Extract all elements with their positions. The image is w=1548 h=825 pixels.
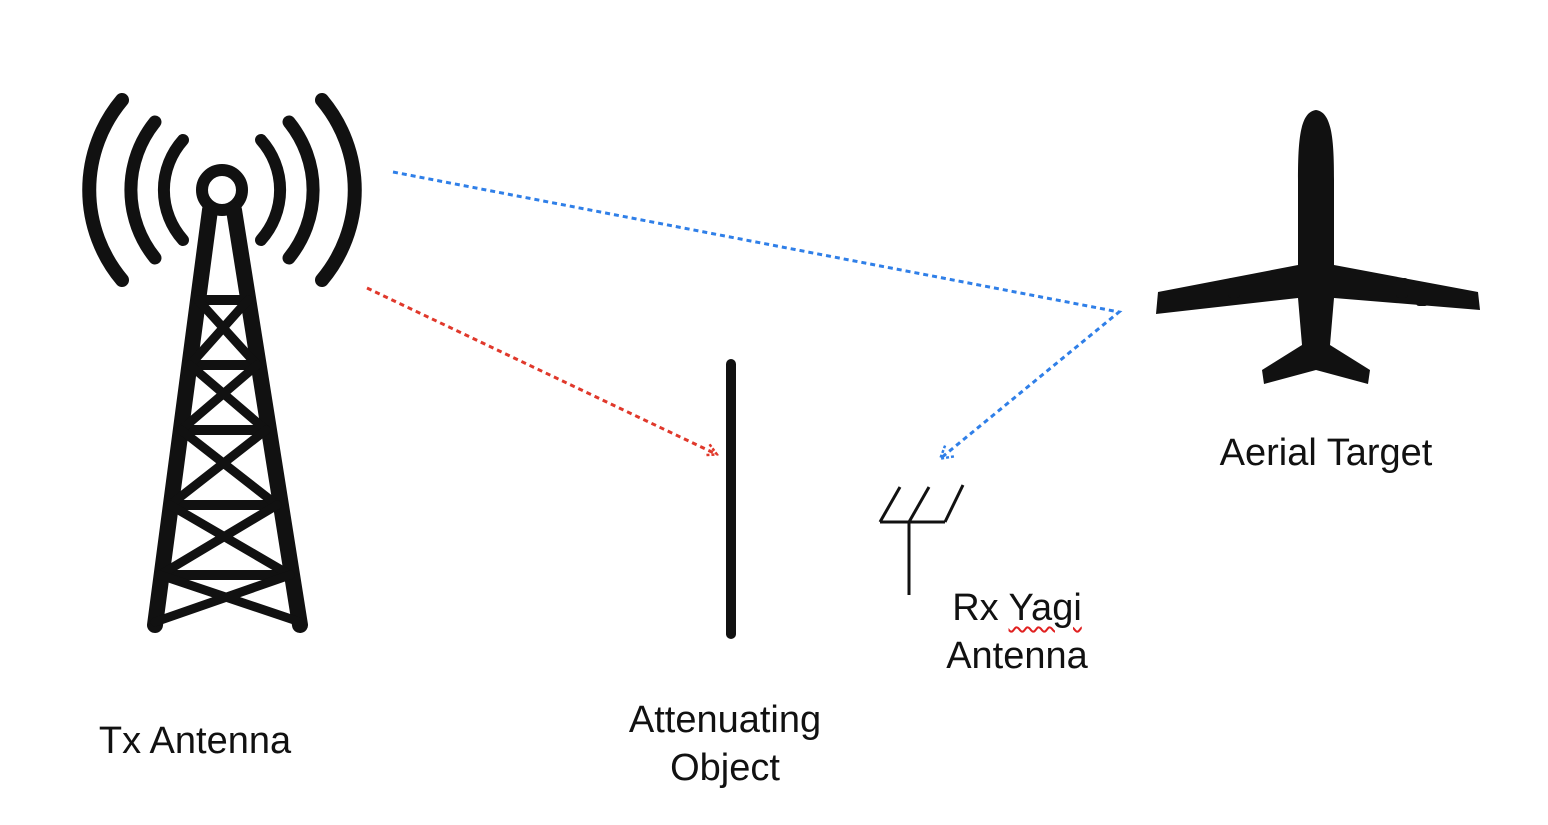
attenuating-object-label-line2: Object: [670, 747, 780, 789]
rx-antenna-label-line1: Rx Yagi: [917, 584, 1117, 632]
aerial-target-label-text: Aerial Target: [1219, 432, 1433, 474]
tx-antenna-label-text: Tx Antenna: [98, 720, 292, 762]
attenuating-object-label-line1: Attenuating: [628, 699, 822, 741]
radio-tower-icon: [82, 93, 362, 633]
airplane-icon: [1156, 110, 1480, 384]
blocked-path-arrow: [366, 286, 716, 454]
yagi-antenna-icon: [878, 484, 965, 595]
tx-antenna-label: Tx Antenna: [70, 717, 320, 765]
rx-antenna-label-line2: Antenna: [946, 635, 1088, 677]
rx-prefix: Rx: [952, 587, 999, 629]
rx-antenna-label: Rx Yagi Antenna: [917, 584, 1117, 680]
rx-yagi-word: Yagi: [1008, 587, 1082, 629]
attenuating-object-label: Attenuating Object: [595, 696, 855, 792]
aerial-target-label: Aerial Target: [1196, 429, 1456, 477]
reflected-path-arrow: [392, 170, 1123, 458]
